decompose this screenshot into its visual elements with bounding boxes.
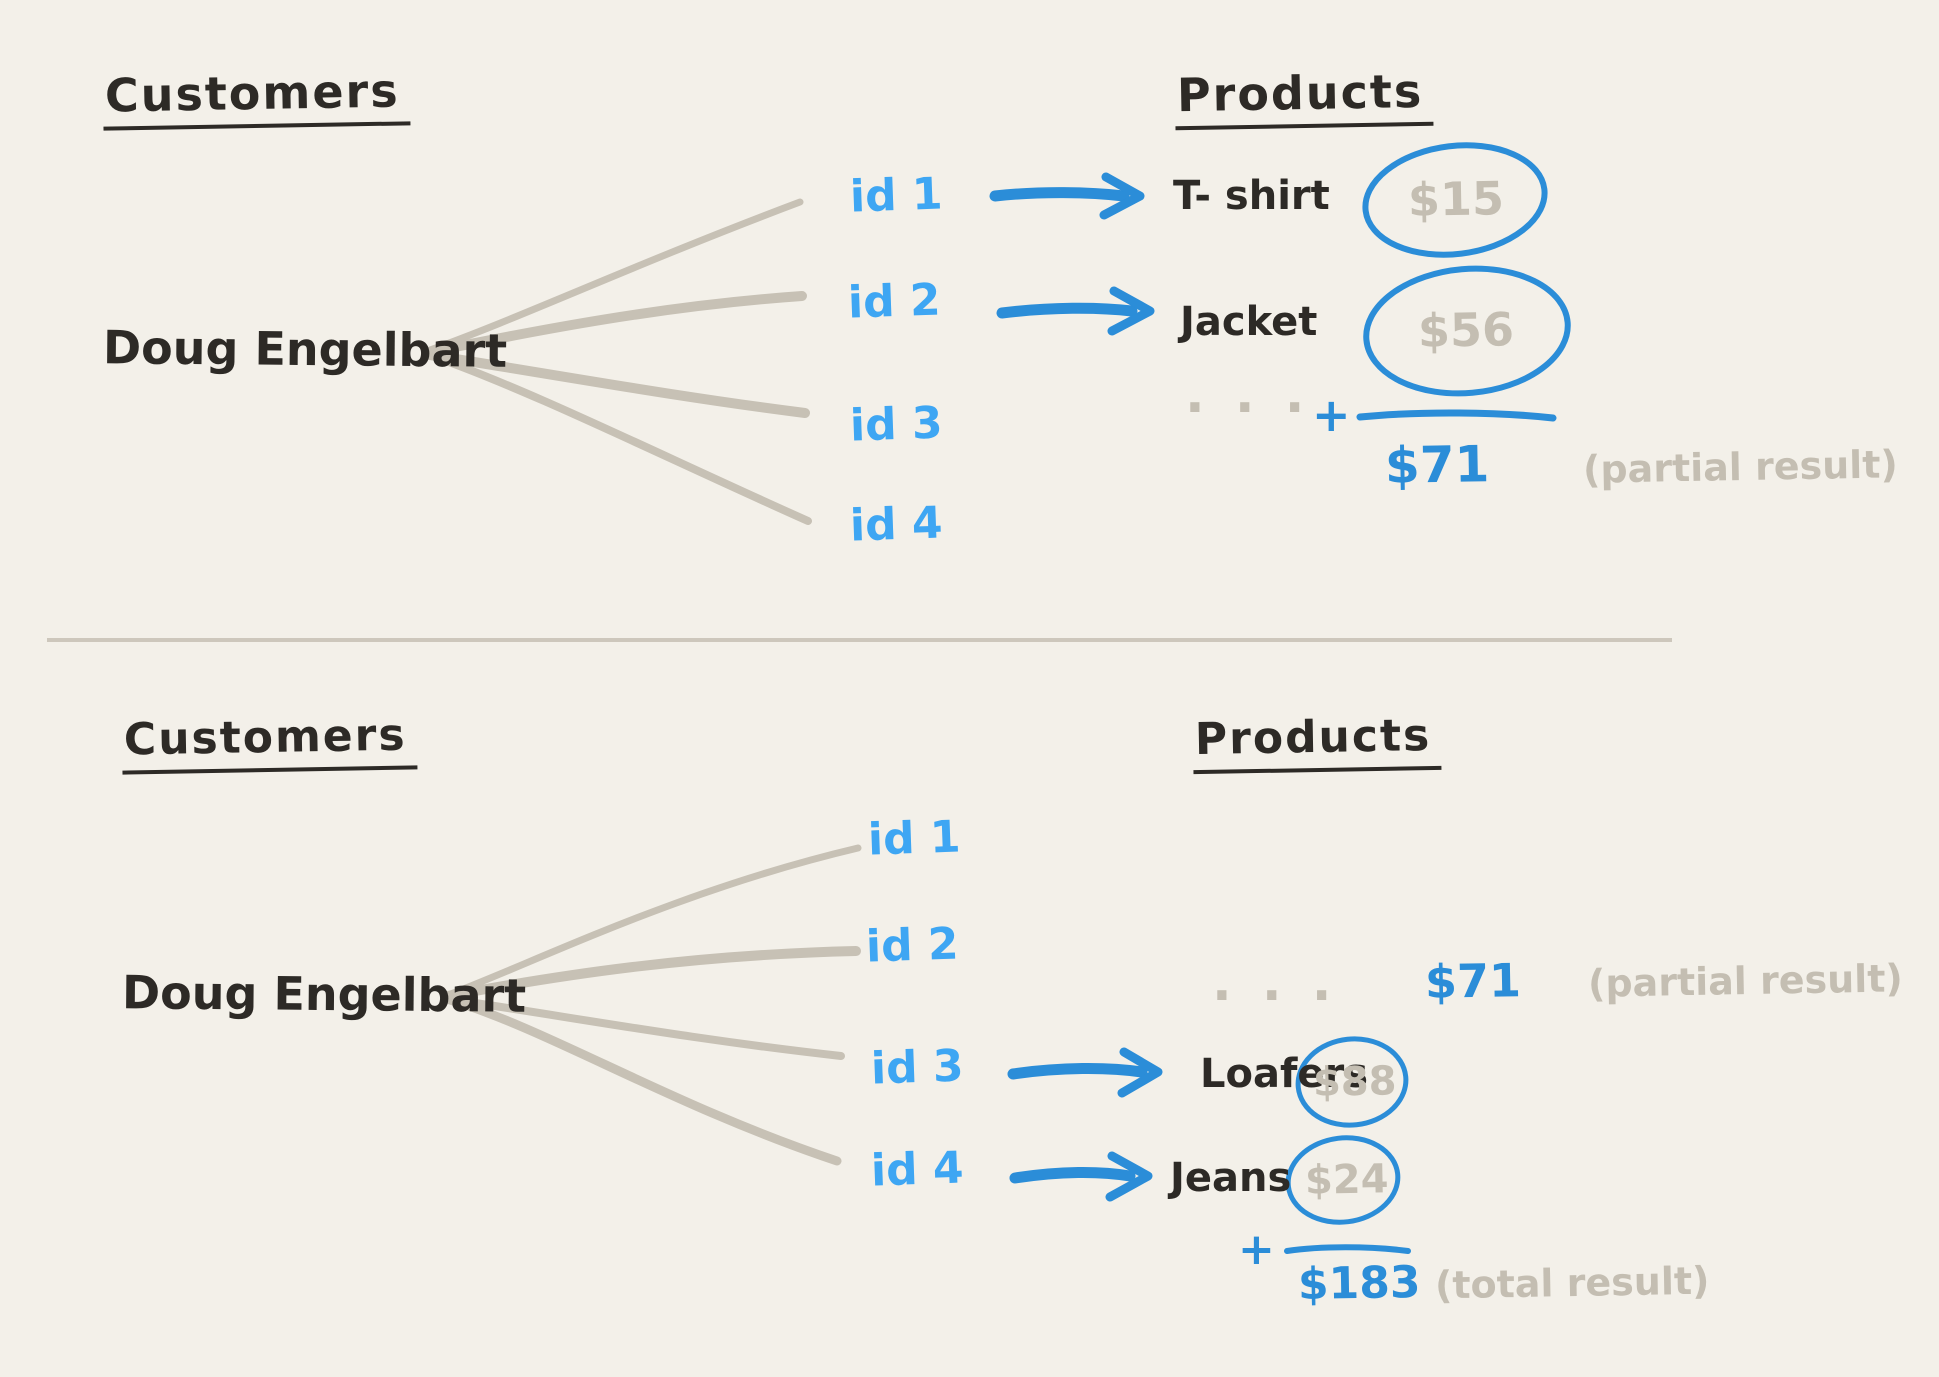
- bottom-fan-line-id3: [444, 995, 845, 1060]
- top-products-heading: Products: [1174, 64, 1434, 131]
- top-price1-value: $15: [1407, 171, 1505, 227]
- bottom-arrow-id3-head: [1117, 1047, 1163, 1098]
- top-product2-label: Jacket: [1180, 299, 1318, 345]
- top-sum-line: [1356, 409, 1557, 422]
- top-arrow-id2-head: [1107, 286, 1155, 336]
- bottom-fan-line-id4: [445, 995, 842, 1166]
- bottom-customers-heading: Customers: [121, 710, 418, 775]
- top-id3-label: id 3: [849, 397, 944, 452]
- top-price2-value: $56: [1417, 302, 1515, 358]
- bottom-fan-line-id2: [443, 946, 861, 1001]
- bottom-sum-line: [1284, 1244, 1411, 1254]
- bottom-price4-value: $24: [1304, 1156, 1389, 1204]
- top-price2-circle: [1363, 265, 1571, 397]
- top-price1-circle: [1362, 142, 1548, 258]
- top-arrow-id2-shaft: [996, 302, 1138, 319]
- bottom-id2-label: id 2: [865, 918, 960, 973]
- bottom-carryover-note: (partial result): [1587, 956, 1904, 1006]
- bottom-id1-label: id 1: [867, 811, 962, 866]
- top-id4-label: id 4: [849, 497, 944, 552]
- bottom-customer-name: Doug Engelbart: [121, 965, 527, 1023]
- bottom-product4-label: Jeans: [1170, 1155, 1292, 1201]
- top-arrow-id1-shaft: [989, 187, 1130, 202]
- top-partial-note: (partial result): [1582, 442, 1899, 492]
- top-fan-line-id3: [425, 350, 810, 418]
- bottom-product3-label: Loafers: [1200, 1051, 1369, 1097]
- top-ellipsis: · · ·: [1185, 378, 1311, 438]
- bottom-price3-value: $88: [1312, 1058, 1397, 1106]
- top-customers-heading: Customers: [102, 64, 411, 131]
- bottom-id3-label: id 3: [870, 1040, 965, 1095]
- bottom-id4-label: id 4: [870, 1142, 965, 1197]
- bottom-price3-circle: [1295, 1036, 1409, 1128]
- bottom-arrow-id4-head: [1105, 1151, 1153, 1202]
- top-customer-name: Doug Engelbart: [102, 320, 508, 378]
- bottom-ellipsis: · · ·: [1212, 966, 1338, 1026]
- bottom-carryover-total: $71: [1424, 953, 1522, 1009]
- bottom-fan-line-id1: [444, 844, 862, 999]
- bottom-grand-total: $183: [1297, 1256, 1421, 1311]
- top-partial-total: $71: [1384, 435, 1490, 495]
- bottom-price4-circle: [1285, 1135, 1401, 1225]
- bottom-plus-sign: +: [1238, 1224, 1275, 1275]
- top-product1-label: T- shirt: [1173, 173, 1330, 219]
- bottom-arrow-id4-shaft: [1009, 1166, 1136, 1184]
- top-fan-line-id4: [428, 352, 812, 525]
- top-id1-label: id 1: [849, 168, 944, 223]
- bottom-products-heading: Products: [1192, 710, 1442, 775]
- bottom-total-note: (total result): [1434, 1258, 1710, 1308]
- top-id2-label: id 2: [847, 274, 942, 329]
- top-arrow-id1-head: [1099, 172, 1145, 220]
- top-fan-line-id1: [426, 198, 804, 354]
- bottom-arrow-id3-shaft: [1007, 1062, 1148, 1080]
- top-fan-line-id2: [425, 291, 807, 357]
- top-plus-sign: +: [1312, 388, 1351, 442]
